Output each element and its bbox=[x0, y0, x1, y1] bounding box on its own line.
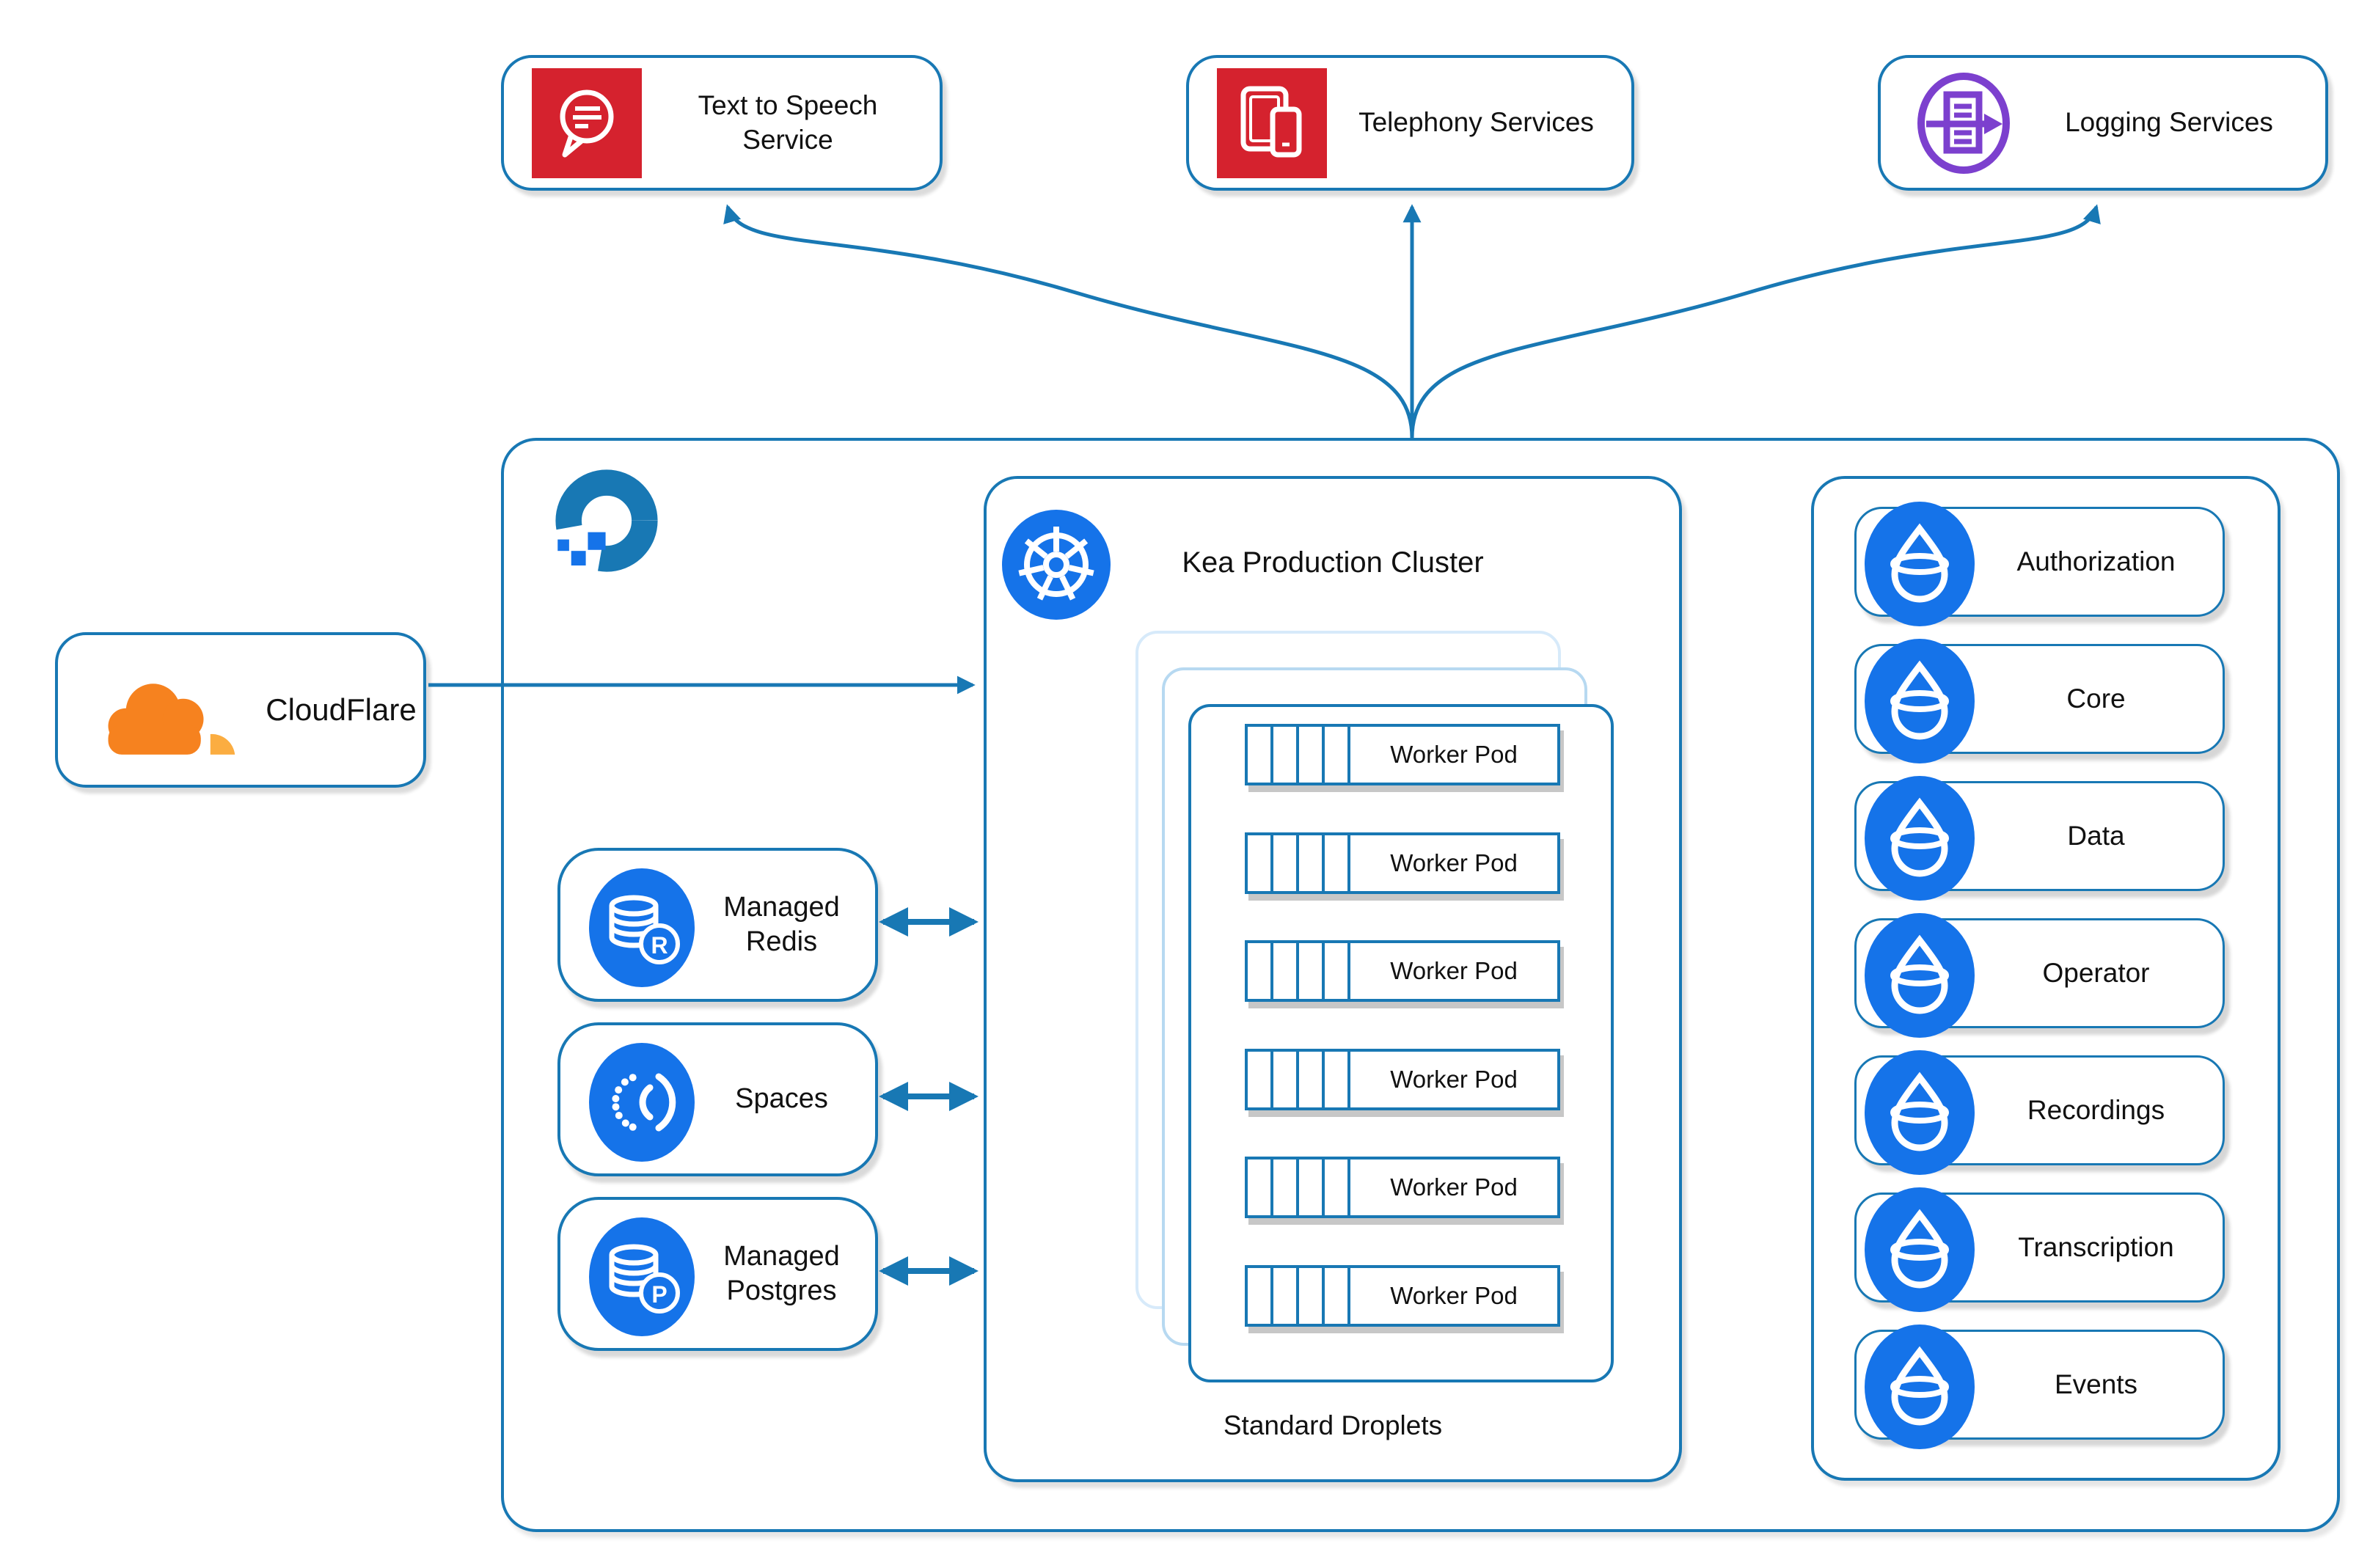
kubernetes-wheel-icon bbox=[1002, 510, 1111, 620]
arrow-cluster-to-tts bbox=[723, 204, 1414, 439]
droplet-services-panel: Authorization Core Data bbox=[1811, 476, 2281, 1481]
worker-pod-label: Worker Pod bbox=[1390, 957, 1518, 984]
droplet-icon bbox=[1865, 1325, 1975, 1449]
droplet-icon bbox=[1865, 913, 1975, 1038]
speech-bubble-icon bbox=[532, 68, 642, 178]
droplet-row-data: Data bbox=[1854, 776, 2225, 901]
worker-pod: Worker Pod bbox=[1245, 1265, 1560, 1327]
droplet-service-label: Events bbox=[2054, 1369, 2138, 1399]
service-box-text-to-speech: Text to Speech Service bbox=[501, 55, 943, 191]
droplet-service-label: Core bbox=[2066, 683, 2126, 714]
droplet-row-events: Events bbox=[1854, 1325, 2225, 1449]
droplet-service-label: Data bbox=[2067, 820, 2125, 851]
droplet-stack-card-front: Worker Pod Worker Pod Worker Pod Worker … bbox=[1188, 704, 1614, 1382]
worker-pod-label: Worker Pod bbox=[1390, 741, 1518, 768]
droplet-row-authorization: Authorization bbox=[1854, 502, 2225, 626]
worker-pod: Worker Pod bbox=[1245, 1157, 1560, 1218]
droplet-service-label: Recordings bbox=[2027, 1094, 2165, 1125]
worker-pod: Worker Pod bbox=[1245, 940, 1560, 1002]
redis-database-icon: R bbox=[589, 868, 695, 987]
worker-pod: Worker Pod bbox=[1245, 832, 1560, 894]
service-label: Text to Speech Service bbox=[698, 90, 878, 155]
droplet-service-label: Authorization bbox=[2016, 546, 2176, 576]
spaces-icon bbox=[589, 1043, 695, 1162]
droplet-service-label: Transcription bbox=[2018, 1231, 2174, 1262]
worker-pod: Worker Pod bbox=[1245, 724, 1560, 785]
phone-tablet-icon bbox=[1217, 68, 1327, 178]
worker-pod-label: Worker Pod bbox=[1390, 1066, 1518, 1093]
cluster-footer-label: Standard Droplets bbox=[1223, 1410, 1443, 1440]
spaces-box: Spaces bbox=[557, 1022, 878, 1176]
managed-service-label: Managed Postgres bbox=[723, 1240, 840, 1307]
droplet-icon bbox=[1865, 776, 1975, 901]
droplet-icon bbox=[1865, 502, 1975, 626]
postgres-badge-letter: P bbox=[651, 1281, 667, 1308]
arrow-cluster-to-logging bbox=[1410, 204, 2101, 439]
droplet-icon bbox=[1865, 1050, 1975, 1175]
managed-redis-box: R Managed Redis bbox=[557, 848, 878, 1002]
worker-pod-label: Worker Pod bbox=[1390, 849, 1518, 876]
managed-postgres-box: P Managed Postgres bbox=[557, 1197, 878, 1351]
service-label: Telephony Services bbox=[1358, 107, 1594, 138]
managed-service-label: Spaces bbox=[735, 1083, 828, 1115]
kea-production-cluster-box: Kea Production Cluster Worker Pod Worker… bbox=[984, 476, 1682, 1482]
droplet-row-recordings: Recordings bbox=[1854, 1050, 2225, 1175]
droplet-row-operator: Operator bbox=[1854, 913, 2225, 1038]
cluster-title: Kea Production Cluster bbox=[1182, 546, 1484, 579]
digitalocean-logo bbox=[555, 469, 658, 572]
droplet-icon bbox=[1865, 639, 1975, 763]
log-stream-icon bbox=[1909, 68, 2019, 178]
service-box-telephony: Telephony Services bbox=[1186, 55, 1634, 191]
cloudflare-box: CloudFlare bbox=[55, 632, 426, 788]
worker-pod: Worker Pod bbox=[1245, 1049, 1560, 1110]
digitalocean-platform-container: Kea Production Cluster Worker Pod Worker… bbox=[501, 438, 2340, 1532]
managed-service-label: Managed Redis bbox=[723, 891, 840, 958]
droplet-row-core: Core bbox=[1854, 639, 2225, 763]
worker-pod-label: Worker Pod bbox=[1390, 1282, 1518, 1309]
service-box-logging: Logging Services bbox=[1878, 55, 2328, 191]
service-label: Logging Services bbox=[2065, 107, 2273, 138]
droplet-row-transcription: Transcription bbox=[1854, 1187, 2225, 1312]
redis-badge-letter: R bbox=[651, 932, 668, 959]
cloudflare-label: CloudFlare bbox=[266, 692, 417, 727]
postgres-database-icon: P bbox=[589, 1217, 695, 1336]
cloudflare-logo-icon bbox=[108, 684, 235, 755]
droplet-icon bbox=[1865, 1187, 1975, 1312]
worker-pod-label: Worker Pod bbox=[1390, 1173, 1518, 1201]
droplet-service-label: Operator bbox=[2042, 957, 2150, 988]
